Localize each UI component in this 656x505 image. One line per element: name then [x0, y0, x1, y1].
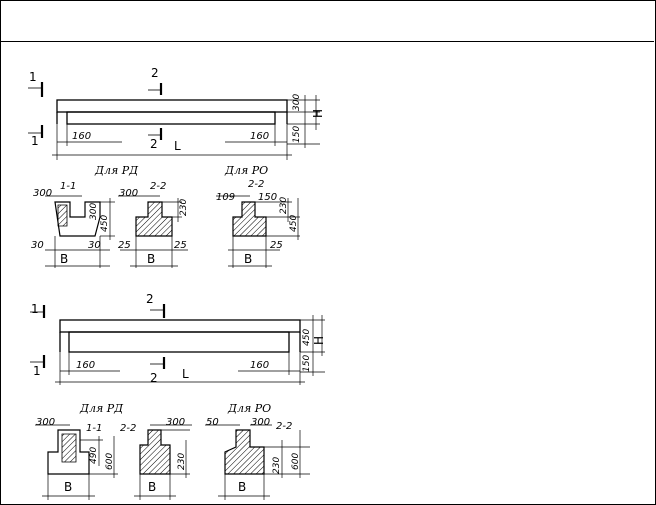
s3-dim-150: 150	[258, 192, 277, 203]
beam-1-section-1-1	[45, 195, 115, 268]
s1-dim-30-left: 30	[31, 240, 44, 251]
s3-width-label: B	[244, 252, 252, 266]
beam-2-section-1-1	[35, 424, 118, 500]
s3-dim-109: 109	[216, 192, 235, 203]
s2-dim-300: 300	[119, 188, 138, 199]
t3-dim-300: 300	[251, 417, 270, 428]
t3-width-label: B	[238, 480, 246, 494]
t1-dim-300: 300	[36, 417, 55, 428]
s2-width-label: B	[147, 252, 155, 266]
t2-dim-300: 300	[166, 417, 185, 428]
s3-dim-450: 450	[289, 215, 299, 232]
beam-1-dim-150: 150	[292, 126, 302, 143]
beam-2-section-2-2-ro	[205, 424, 310, 500]
beam-1-section-2-top: 2	[151, 66, 159, 80]
s2-dim-230: 230	[179, 199, 189, 216]
s2-label: 2-2	[150, 181, 166, 192]
s1-dim-30-right: 30	[88, 240, 101, 251]
s1-width-label: B	[60, 252, 68, 266]
s2-dim-25-left: 25	[118, 240, 131, 251]
beam-2-caption-rd: Для РД	[79, 402, 124, 415]
beam-1-elevation	[28, 82, 320, 160]
beam-2-dim-450: 450	[302, 329, 312, 346]
beam-2-height-label: H	[312, 336, 326, 345]
beam-1-section-1-bottom: 1	[31, 134, 39, 148]
s3-dim-25: 25	[270, 240, 283, 251]
t2-label: 2-2	[120, 423, 136, 434]
s1-dim-450: 450	[100, 215, 110, 232]
beam-1-top-flange	[56, 99, 288, 113]
t1-label: 1-1	[86, 423, 102, 434]
beam-1-dim-300: 300	[292, 94, 302, 111]
s1-dim-300-v: 300	[89, 203, 99, 220]
beam-2-dim-160-right: 160	[250, 360, 269, 371]
beam-1-section-2-2-ro	[216, 195, 300, 268]
beam-2-elevation	[30, 304, 325, 385]
beam-2-section-1-bottom: 1	[33, 364, 41, 378]
beam-1-caption-rd: Для РД	[94, 164, 139, 177]
beam-2-length-label: L	[182, 367, 189, 381]
beam-1-section-1-top: 1	[29, 70, 37, 84]
t3-dim-50: 50	[206, 417, 219, 428]
beam-2-section-2-bottom: 2	[150, 371, 158, 385]
beam-1-section-2-2-rd	[118, 195, 188, 268]
beam-1-dim-160-left: 160	[72, 131, 91, 142]
s2-dim-25-right: 25	[174, 240, 187, 251]
beam-2-dim-150: 150	[302, 355, 312, 372]
beam-1-web	[66, 111, 276, 125]
beam-1-section-2-bottom: 2	[150, 137, 158, 151]
t2-dim-230: 230	[177, 453, 187, 470]
beam-2-web	[68, 331, 290, 353]
beam-2-dim-160-left: 160	[76, 360, 95, 371]
s1-dim-300: 300	[33, 188, 52, 199]
t3-dim-230: 230	[272, 457, 282, 474]
t3-dim-600: 600	[291, 453, 301, 470]
beam-2-top-flange	[59, 319, 301, 333]
t1-dim-490: 490	[89, 447, 99, 464]
beam-2-section-1-top: 1	[31, 302, 39, 316]
s3-label: 2-2	[248, 179, 264, 190]
beam-2-section-2-2-rd	[134, 424, 192, 500]
beam-1-length-label: L	[174, 139, 181, 153]
t2-width-label: B	[148, 480, 156, 494]
s1-label: 1-1	[60, 181, 76, 192]
beam-2-caption-ro: Для РО	[227, 402, 271, 415]
s3-dim-230: 230	[279, 197, 289, 214]
beam-1-height-label: H	[311, 109, 325, 118]
t1-dim-600: 600	[105, 453, 115, 470]
t3-label: 2-2	[276, 421, 292, 432]
beam-2-section-2-top: 2	[146, 292, 154, 306]
beam-1-caption-ro: Для РО	[224, 164, 268, 177]
beam-1-dim-160-right: 160	[250, 131, 269, 142]
header-divider	[1, 41, 654, 42]
t1-width-label: B	[64, 480, 72, 494]
